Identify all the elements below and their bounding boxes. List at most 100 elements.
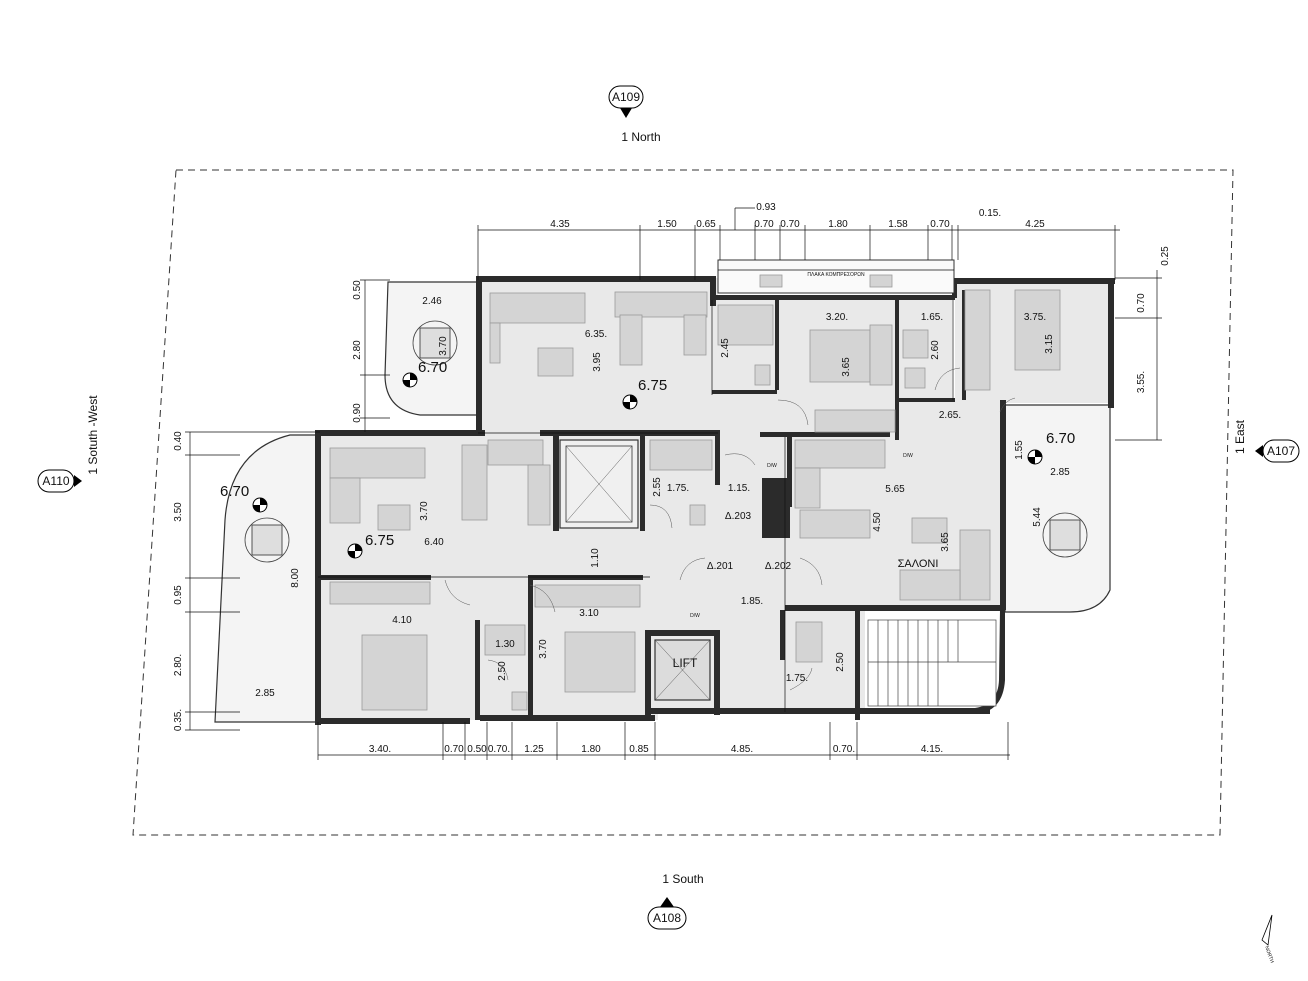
svg-text:2.55: 2.55 [652,477,663,497]
svg-text:0.25: 0.25 [1160,246,1171,266]
svg-text:2.45: 2.45 [720,338,731,358]
svg-text:8.00: 8.00 [290,568,301,588]
svg-text:0.70.: 0.70. [488,744,510,755]
svg-text:2.85: 2.85 [255,688,275,699]
svg-text:0.70: 0.70 [930,219,950,230]
plot-boundary [132,169,1234,836]
svg-text:1.58: 1.58 [888,219,908,230]
section-label-north: 1 North [621,130,660,144]
section-marker-south: A108 1 South [647,872,704,930]
section-tag-west: A110 [42,474,69,488]
svg-text:4.50: 4.50 [872,512,883,532]
level-interior-w: 6.75 [365,532,394,549]
dw-label-2: D/W [903,453,913,459]
furniture [244,259,1088,711]
section-marker-west: A110 1 Sotuth -West [37,395,100,493]
level-interior-n: 6.75 [638,377,667,394]
svg-text:2.50: 2.50 [497,661,508,681]
svg-text:5.65: 5.65 [885,484,905,495]
svg-text:3.20.: 3.20. [826,312,848,323]
svg-text:1.25: 1.25 [524,744,544,755]
svg-text:4.25: 4.25 [1025,219,1045,230]
svg-text:3.65: 3.65 [841,357,852,377]
apartment-201-label: Δ.201 [707,561,734,572]
lift-label: LIFT [673,656,698,670]
section-tag-east: A107 [1267,444,1295,458]
svg-text:0.65: 0.65 [696,219,716,230]
top-dimensions: 4.35 1.50 0.65 0.93 0.70 0.70 1.80 1.58 … [550,202,1171,266]
svg-text:3.70: 3.70 [538,639,549,659]
svg-text:3.10: 3.10 [579,608,599,619]
svg-text:1.65.: 1.65. [921,312,943,323]
section-tag-north: A109 [612,90,640,104]
svg-text:3.15: 3.15 [1044,334,1055,354]
svg-text:0.15.: 0.15. [979,208,1001,219]
svg-text:0.70: 0.70 [754,219,774,230]
section-label-east: 1 East [1233,419,1247,454]
level-balcony-nw: 6.70 [418,359,447,376]
svg-text:2.80: 2.80 [352,340,363,360]
svg-text:5.44: 5.44 [1032,507,1043,527]
level-marker-nw [402,372,418,388]
svg-text:1.15.: 1.15. [728,483,750,494]
svg-text:2.80.: 2.80. [173,654,184,676]
section-label-south: 1 South [662,872,703,886]
svg-text:0.70: 0.70 [780,219,800,230]
level-marker-wi [347,543,363,559]
section-tag-south: A108 [653,911,681,925]
inner-dimensions: 2.46 3.70 6.35. 3.95 2.45 3.20. 3.65 1.6… [255,296,1070,699]
svg-text:4.35: 4.35 [550,219,570,230]
svg-text:0.40: 0.40 [173,431,184,451]
svg-text:0.70: 0.70 [444,744,464,755]
section-marker-east: A107 1 East [1233,419,1300,463]
level-marker-e [1027,449,1043,465]
svg-text:2.50: 2.50 [835,652,846,672]
svg-text:3.70: 3.70 [419,501,430,521]
level-marker-n [622,394,638,410]
apartment-203-label: Δ.203 [725,511,752,522]
compressor-slab-label: ΠΛΑΚΑ ΚΟΜΠΡΕΣΟΡΩΝ [807,272,865,278]
svg-text:1.75.: 1.75. [667,483,689,494]
svg-text:1.75.: 1.75. [786,673,808,684]
level-marker-w [252,497,268,513]
svg-text:0.93: 0.93 [756,202,776,213]
north-arrow: NORTH [1261,914,1275,964]
partitions [318,300,954,712]
apartment-202-label: Δ.202 [765,561,792,572]
svg-text:2.85: 2.85 [1050,467,1070,478]
level-balcony-w: 6.70 [220,483,249,500]
svg-text:0.90: 0.90 [352,403,363,423]
level-markers [252,372,1043,559]
svg-text:1.50: 1.50 [657,219,677,230]
svg-text:1.10: 1.10 [590,548,601,568]
svg-text:1.80: 1.80 [828,219,848,230]
svg-text:2.65.: 2.65. [939,410,961,421]
svg-text:0.50: 0.50 [467,744,487,755]
section-marker-north: A109 1 North [608,85,661,144]
level-balcony-e: 6.70 [1046,430,1075,447]
svg-text:1.30: 1.30 [495,639,515,650]
living-room-label: ΣΑΛΟΝΙ [898,558,939,570]
svg-text:4.10: 4.10 [392,615,412,626]
svg-text:0.70.: 0.70. [833,744,855,755]
door-swings [444,367,1016,691]
svg-text:0.95: 0.95 [173,585,184,605]
svg-text:1.80: 1.80 [581,744,601,755]
walls [315,276,1115,725]
svg-text:3.95: 3.95 [592,352,603,372]
svg-text:4.85.: 4.85. [731,744,753,755]
dimension-lines [185,207,1162,760]
svg-text:NORTH: NORTH [1263,945,1275,964]
svg-text:1.55: 1.55 [1014,440,1025,460]
svg-text:6.40: 6.40 [424,537,444,548]
left-dimensions: 0.50 2.80 0.90 0.40 3.50 0.95 2.80. 0.35… [173,280,363,731]
svg-text:4.15.: 4.15. [921,744,943,755]
svg-text:3.50: 3.50 [173,502,184,522]
svg-text:0.50: 0.50 [352,280,363,300]
dw-label-3: D/W [690,613,700,619]
svg-text:3.75.: 3.75. [1024,312,1046,323]
svg-text:3.70: 3.70 [438,336,449,356]
svg-text:3.65: 3.65 [940,532,951,552]
dw-label-1: D/W [767,463,777,469]
